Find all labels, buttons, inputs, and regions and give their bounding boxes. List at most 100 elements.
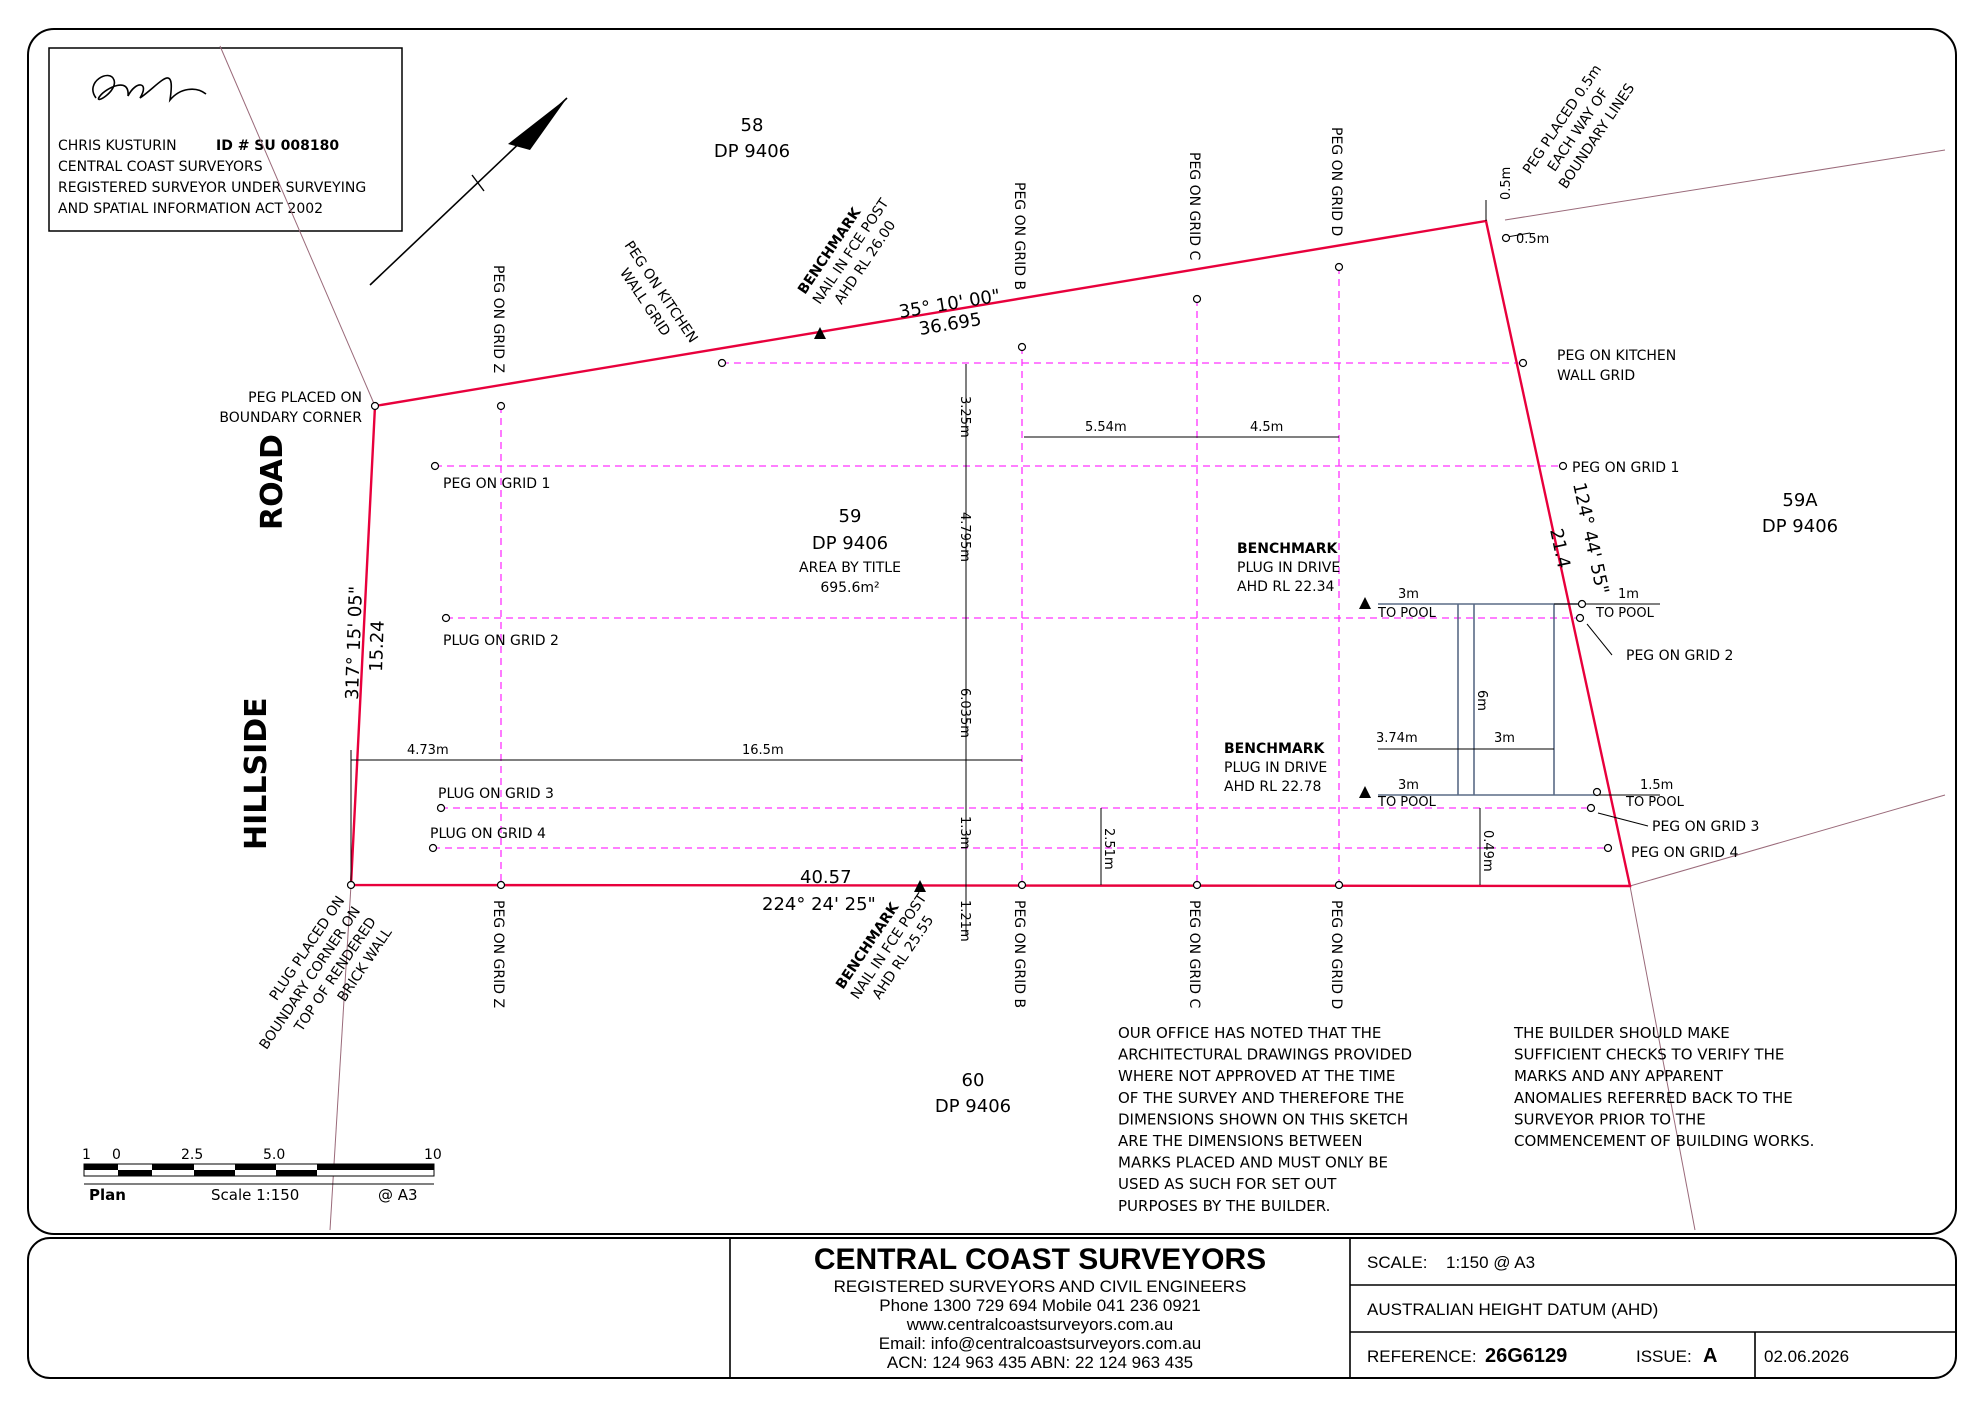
dim-2-51: 2.51m [1101, 828, 1116, 870]
survey-marks [346, 233, 1613, 892]
scale-plan-label: Plan [89, 1186, 126, 1204]
peg-grid-c-top-label: PEG ON GRID C [1186, 152, 1202, 260]
title-phone: Phone 1300 729 694 Mobile 041 236 0921 [879, 1296, 1200, 1315]
east-boundary-distance: 21.4 [1545, 527, 1574, 571]
to-pool-east1: TO POOL [1595, 606, 1655, 621]
certification-box: CHRIS KUSTURIN ID # SU 008180 CENTRAL CO… [48, 47, 403, 232]
notes-left-line: DIMENSIONS SHOWN ON THIS SKETCH [1118, 1110, 1408, 1128]
notes-left-line: OUR OFFICE HAS NOTED THAT THE [1118, 1024, 1381, 1042]
peg-grid-4-east-label: PEG ON GRID 4 [1631, 845, 1738, 861]
title-subtitle: REGISTERED SURVEYORS AND CIVIL ENGINEERS [834, 1277, 1247, 1296]
to-pool-drive1: TO POOL [1377, 606, 1437, 621]
peg-grid-2-east-label: PEG ON GRID 2 [1626, 648, 1733, 664]
dim-0-5-horizontal: 0.5m [1516, 232, 1549, 247]
surveyor-signature [92, 74, 207, 103]
peg-grid-3-east-label: PEG ON GRID 3 [1652, 819, 1759, 835]
dim-4-73: 4.73m [407, 743, 449, 758]
notes-right: THE BUILDER SHOULD MAKE SUFFICIENT CHECKS… [1513, 1024, 1814, 1150]
peg-kitchen-east-label-2: WALL GRID [1557, 368, 1635, 384]
adjoining-boundaries [219, 45, 1946, 1231]
notes-right-line: ANOMALIES REFERRED BACK TO THE [1514, 1089, 1793, 1107]
peg-grid-d-bottom-label: PEG ON GRID D [1328, 900, 1344, 1009]
lot-boundary [349, 219, 1632, 888]
notes-left-line: ARE THE DIMENSIONS BETWEEN [1118, 1132, 1362, 1150]
certification-line3: REGISTERED SURVEYOR UNDER SURVEYING [58, 180, 366, 196]
lot-59-dp: DP 9406 [812, 533, 888, 554]
benchmark-north-marker [814, 327, 826, 339]
dim-1-3: 1.3m [957, 816, 972, 849]
scale-ratio-label: Scale 1:150 [211, 1186, 299, 1204]
reference-value: 26G6129 [1485, 1345, 1567, 1367]
title-block-border [27, 1237, 1957, 1379]
north-arrow [369, 97, 568, 286]
notes-right-line: MARKS AND ANY APPARENT [1514, 1067, 1724, 1085]
issue-value: A [1703, 1345, 1717, 1367]
dimension-lines [350, 200, 1660, 935]
drawing-border [27, 28, 1957, 1235]
surveyor-id: ID # SU 008180 [216, 138, 339, 154]
dim-4-5: 4.5m [1250, 420, 1283, 435]
south-boundary-distance: 40.57 [800, 867, 852, 888]
issue-label: ISSUE: [1636, 1347, 1692, 1366]
notes-right-line: THE BUILDER SHOULD MAKE [1513, 1024, 1730, 1042]
notes-left-line: OF THE SURVEY AND THEREFORE THE [1118, 1089, 1404, 1107]
scale-value: 1:150 @ A3 [1446, 1253, 1535, 1272]
dim-3-25: 3.25m [957, 396, 972, 438]
benchmark-south-marker [914, 880, 926, 892]
east-boundary-bearing: 124° 44' 55" [1568, 481, 1613, 597]
notes-left-line: USED AS SUCH FOR SET OUT [1118, 1175, 1337, 1193]
dim-3m-pool: 3m [1494, 731, 1515, 746]
dim-6-035: 6.035m [957, 688, 972, 738]
plug-grid-2-west-label: PLUG ON GRID 2 [443, 633, 559, 649]
reference-label: REFERENCE: [1367, 1347, 1477, 1366]
pool-outline [1378, 603, 1597, 796]
scale-sheet-label: @ A3 [378, 1186, 418, 1204]
title-acn: ACN: 124 963 435 ABN: 22 124 963 435 [887, 1353, 1193, 1372]
dim-6m: 6m [1474, 690, 1489, 711]
plug-grid-3-west-label: PLUG ON GRID 3 [438, 786, 554, 802]
benchmark-drive2-desc: PLUG IN DRIVE [1224, 760, 1327, 776]
notes-left-line: PURPOSES BY THE BUILDER. [1118, 1197, 1330, 1215]
south-boundary-bearing: 224° 24' 25" [762, 894, 876, 915]
peg-grid-1-east-label: PEG ON GRID 1 [1572, 460, 1679, 476]
notes-left-line: ARCHITECTURAL DRAWINGS PROVIDED [1118, 1046, 1412, 1064]
to-pool-drive2: TO POOL [1377, 795, 1437, 810]
scale-tick-5: 5.0 [263, 1147, 285, 1163]
peg-grid-c-bottom-label: PEG ON GRID C [1186, 900, 1202, 1008]
west-boundary-distance: 15.24 [366, 620, 389, 672]
scale-tick-10: 10 [424, 1147, 442, 1163]
peg-grid-b-bottom-label: PEG ON GRID B [1011, 900, 1027, 1008]
peg-kitchen-east-label-1: PEG ON KITCHEN [1557, 348, 1676, 364]
lot-60-number: 60 [962, 1070, 985, 1091]
lot-58-dp: DP 9406 [714, 141, 790, 162]
benchmark-drive1-rl: AHD RL 22.34 [1237, 579, 1334, 595]
dim-0-49: 0.49m [1480, 830, 1495, 872]
notes-right-line: SUFFICIENT CHECKS TO VERIFY THE [1514, 1046, 1784, 1064]
dim-4-795: 4.795m [957, 512, 972, 562]
certification-line4: AND SPATIAL INFORMATION ACT 2002 [58, 201, 323, 217]
dim-3m-drive1: 3m [1398, 587, 1419, 602]
notes-left: OUR OFFICE HAS NOTED THAT THE ARCHITECTUR… [1118, 1024, 1412, 1215]
datum-label: AUSTRALIAN HEIGHT DATUM (AHD) [1367, 1300, 1658, 1319]
benchmark-drive1-title: BENCHMARK [1237, 541, 1338, 557]
dim-3-74: 3.74m [1376, 731, 1418, 746]
lot-59a-dp: DP 9406 [1762, 516, 1838, 537]
benchmark-drive2-marker [1359, 786, 1371, 798]
scale-tick-1: 1 [82, 1147, 91, 1163]
title-company: CENTRAL COAST SURVEYORS [814, 1243, 1266, 1276]
lot-59-number: 59 [839, 506, 862, 527]
peg-grid-z-bottom-label: PEG ON GRID Z [490, 900, 506, 1008]
road-name-1: HILLSIDE [239, 697, 274, 850]
benchmark-drive1-desc: PLUG IN DRIVE [1237, 560, 1340, 576]
lot-59-area: 695.6m² [820, 580, 879, 596]
peg-grid-z-top-label: PEG ON GRID Z [490, 265, 506, 373]
benchmark-drive2-title: BENCHMARK [1224, 741, 1325, 757]
peg-grid-b-top-label: PEG ON GRID B [1011, 182, 1027, 290]
notes-right-line: COMMENCEMENT OF BUILDING WORKS. [1514, 1132, 1814, 1150]
peg-nw-corner-label-2: BOUNDARY CORNER [219, 410, 362, 426]
lot-58-number: 58 [741, 115, 764, 136]
title-email: Email: info@centralcoastsurveyors.com.au [879, 1334, 1201, 1353]
lot-59-area-label: AREA BY TITLE [799, 560, 901, 576]
dim-1m: 1m [1618, 587, 1639, 602]
